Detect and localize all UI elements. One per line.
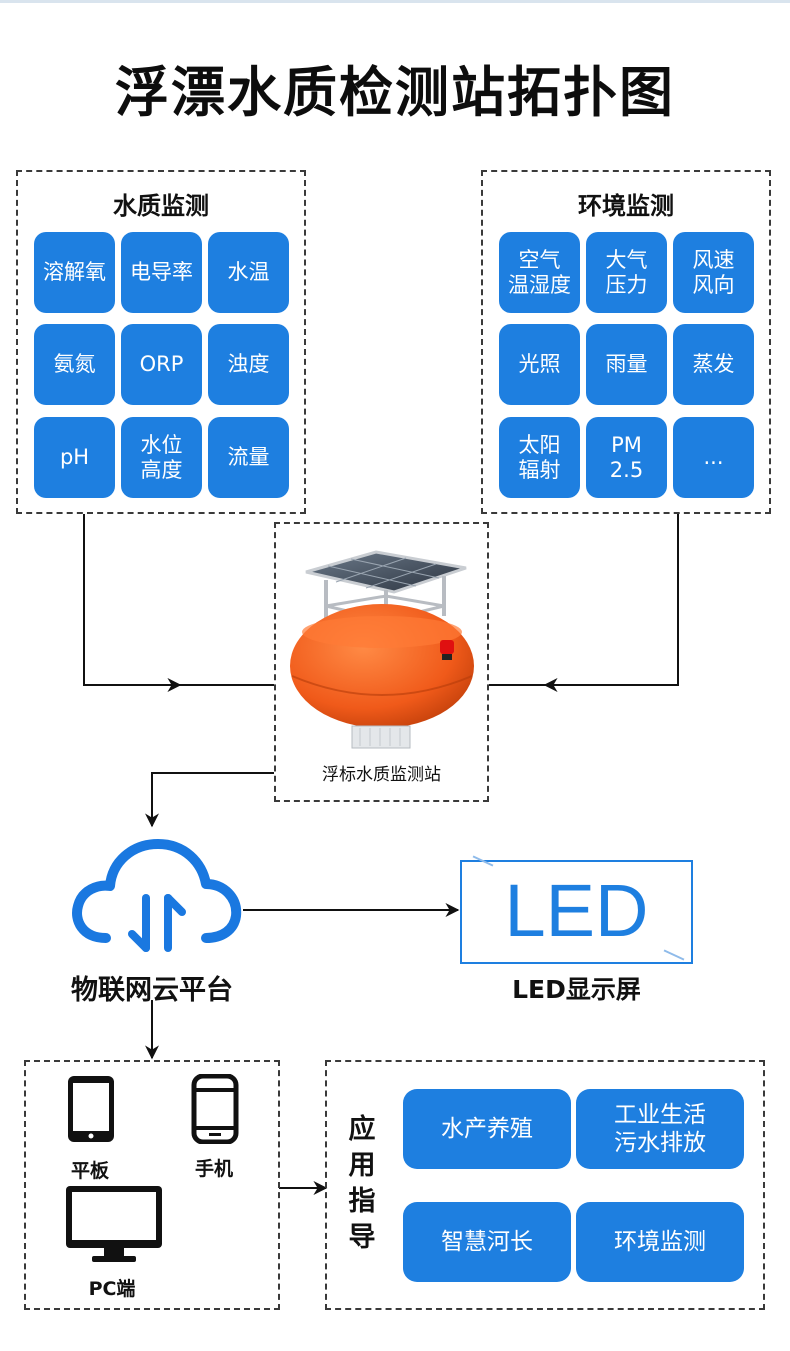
wq-item-water-temp: 水温 — [208, 232, 289, 313]
wq-item-flow: 流量 — [208, 417, 289, 498]
wq-item-ammonia: 氨氮 — [34, 324, 115, 405]
buoy-illustration — [290, 550, 474, 749]
wq-item-ph: pH — [34, 417, 115, 498]
app-environment-monitoring: 环境监测 — [576, 1202, 744, 1282]
env-item-pm25: PM 2.5 — [586, 417, 667, 498]
cloud-platform-label: 物联网云平台 — [71, 975, 233, 1006]
env-item-wind: 风速 风向 — [673, 232, 754, 313]
wq-item-turbidity: 浊度 — [208, 324, 289, 405]
wq-item-dissolved-oxygen: 溶解氧 — [34, 232, 115, 313]
app-sewage-discharge: 工业生活 污水排放 — [576, 1089, 744, 1169]
applications-title: 应用指导 — [348, 1114, 376, 1253]
env-item-air-humidity: 空气 温湿度 — [499, 232, 580, 313]
wq-item-water-level: 水位 高度 — [121, 417, 202, 498]
station-box: 浮标水质监测站 — [274, 522, 489, 802]
phone-icon — [191, 1074, 239, 1144]
env-item-light: 光照 — [499, 324, 580, 405]
tablet-icon — [68, 1076, 114, 1142]
env-item-solar-radiation: 太阳 辐射 — [499, 417, 580, 498]
water-quality-title: 水质监测 — [113, 192, 209, 220]
pc-icon — [66, 1186, 162, 1262]
arrow-water-to-station — [83, 514, 274, 692]
devices-box: 平板 手机 PC端 — [24, 1060, 280, 1310]
app-smart-river-chief: 智慧河长 — [403, 1202, 571, 1282]
environment-box: 环境监测 空气 温湿度 大气 压力 风速 风向 光照 雨量 蒸发 太阳 辐射 P… — [481, 170, 771, 514]
tablet-label: 平板 — [70, 1160, 109, 1182]
pc-label: PC端 — [88, 1278, 136, 1300]
env-item-evaporation: 蒸发 — [673, 324, 754, 405]
wq-item-orp: ORP — [121, 324, 202, 405]
env-item-air-pressure: 大气 压力 — [586, 232, 667, 313]
applications-box — [325, 1060, 765, 1310]
env-item-rain: 雨量 — [586, 324, 667, 405]
environment-title: 环境监测 — [578, 192, 674, 220]
app-aquaculture: 水产养殖 — [403, 1089, 571, 1169]
cloud-icon — [72, 839, 242, 952]
page-title: 浮漂水质检测站拓扑图 — [115, 60, 675, 124]
env-item-more: ... — [673, 417, 754, 498]
led-screen: LED — [460, 855, 693, 964]
station-label: 浮标水质监测站 — [322, 765, 441, 785]
arrow-env-to-station — [489, 514, 679, 692]
led-screen-text: LED — [504, 869, 649, 952]
arrow-station-to-cloud — [145, 772, 274, 828]
water-quality-box: 水质监测 溶解氧 电导率 水温 氨氮 ORP 浊度 pH 水位 高度 流量 — [16, 170, 306, 514]
led-display-label: LED显示屏 — [512, 975, 641, 1004]
wq-item-conductivity: 电导率 — [121, 232, 202, 313]
top-divider — [0, 0, 790, 3]
phone-label: 手机 — [194, 1158, 233, 1180]
